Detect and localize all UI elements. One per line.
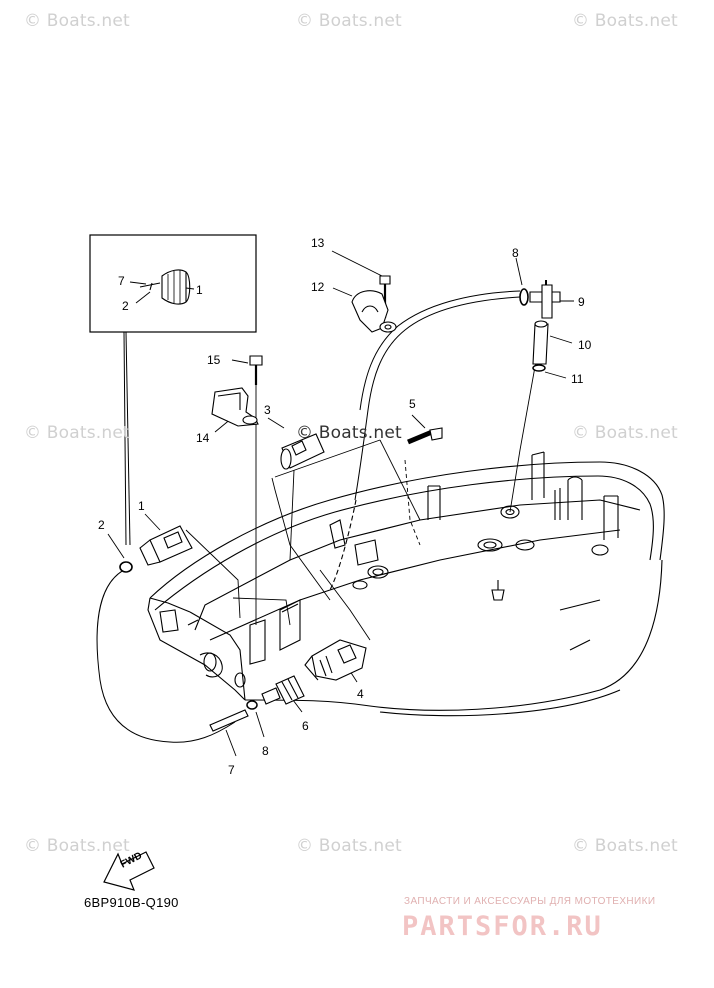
callout-inset-2: 2 (122, 299, 129, 313)
watermark: © Boats.net (24, 836, 130, 856)
watermark: © Boats.net (572, 423, 678, 443)
part-2-clip (119, 561, 133, 573)
callout-inset-1: 1 (196, 283, 203, 297)
callout-7: 7 (228, 763, 235, 777)
leader-lines (107, 250, 574, 757)
part-9-joint (529, 280, 561, 319)
watermark: © Boats.net (296, 836, 402, 856)
callout-15: 15 (207, 353, 221, 367)
watermark: © Boats.net (296, 11, 402, 31)
part-12-clamp (351, 290, 397, 333)
callout-3: 3 (264, 403, 271, 417)
part-14-bracket (211, 387, 259, 427)
callout-8-top: 8 (512, 246, 519, 260)
callout-12: 12 (311, 280, 325, 294)
callout-4: 4 (357, 687, 364, 701)
watermark: © Boats.net (24, 11, 130, 31)
callout-inset-7: 7 (118, 274, 125, 288)
callout-13: 13 (311, 236, 325, 250)
shop-logo: PARTSFOR.RU (402, 911, 603, 942)
watermark: © Boats.net (24, 423, 130, 443)
part-5-screw (407, 427, 443, 445)
callout-2: 2 (98, 518, 105, 532)
part-4-nipple (304, 639, 367, 681)
inset-detail-box (89, 234, 257, 546)
callout-8-bottom: 8 (262, 744, 269, 758)
shop-tagline: ЗАПЧАСТИ И АКСЕССУАРЫ ДЛЯ МОТОТЕХНИКИ (404, 896, 656, 907)
diagram-code: 6BP910B-Q190 (84, 895, 179, 910)
watermark: © Boats.net (572, 11, 678, 31)
part-1-grommet (139, 525, 193, 566)
callout-14: 14 (196, 431, 210, 445)
watermark: © Boats.net (572, 836, 678, 856)
part-3-grommet (280, 433, 325, 470)
callout-9: 9 (578, 295, 585, 309)
fwd-arrow (103, 851, 155, 891)
bottom-cowling-body (147, 451, 665, 717)
part-8-clip-top (519, 288, 529, 306)
callout-11: 11 (571, 372, 584, 386)
part-8-clip-bottom (246, 700, 258, 710)
callout-1: 1 (138, 499, 145, 513)
part-11-clip (532, 364, 546, 372)
part-10-pipe (532, 320, 549, 365)
hoses (96, 290, 521, 743)
part-15-screw (249, 355, 263, 385)
part-6-grommet (261, 675, 305, 705)
callout-6: 6 (302, 719, 309, 733)
callout-10: 10 (578, 338, 592, 352)
watermark: © Boats.net (296, 423, 402, 443)
callout-5: 5 (409, 397, 416, 411)
